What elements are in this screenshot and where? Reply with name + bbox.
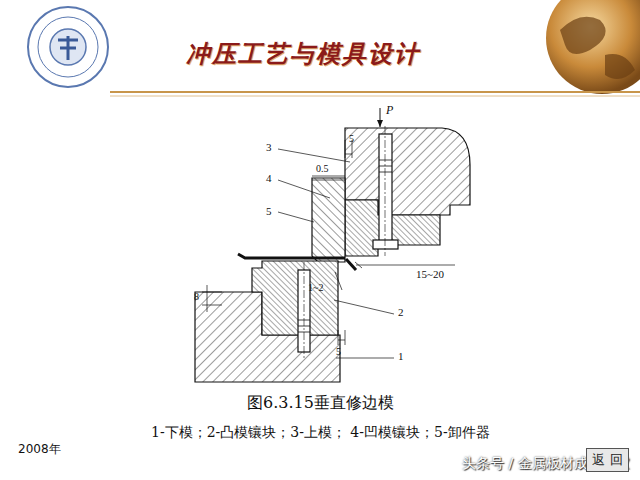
leader-lines: [278, 149, 394, 358]
dimension: 5: [349, 133, 354, 145]
return-button: 返 回: [586, 448, 629, 472]
force-arrow: [380, 108, 381, 127]
force-label: P: [386, 104, 393, 118]
callout-number: 5: [266, 205, 272, 218]
slide-title: 冲压工艺与模具设计: [186, 40, 420, 68]
callout-number: 3: [266, 141, 272, 154]
header-rule: [110, 91, 640, 93]
globe-decoration: [546, 0, 640, 94]
dimension: 0.5: [316, 163, 329, 175]
trimming-die: [195, 126, 470, 382]
dimension: 1~2: [308, 282, 323, 294]
callout-number: 4: [266, 172, 272, 185]
year-note: 2008年: [18, 443, 61, 457]
header-rule: [110, 96, 640, 97]
dimension: 8: [194, 291, 199, 303]
button-text: 返 回: [592, 451, 622, 469]
figure-caption: 图6.3.15垂直修边模: [247, 394, 394, 412]
dimension: 15~20: [416, 268, 444, 281]
dimension: 5: [336, 346, 341, 358]
callout-number: 2: [398, 306, 404, 319]
college-logo: [28, 7, 108, 87]
callout-number: 1: [398, 350, 404, 363]
parts-list: 1-下模；2-凸模镶块；3-上模； 4-凹模镶块；5-卸件器: [151, 424, 490, 440]
dimension-lines: [202, 140, 455, 345]
